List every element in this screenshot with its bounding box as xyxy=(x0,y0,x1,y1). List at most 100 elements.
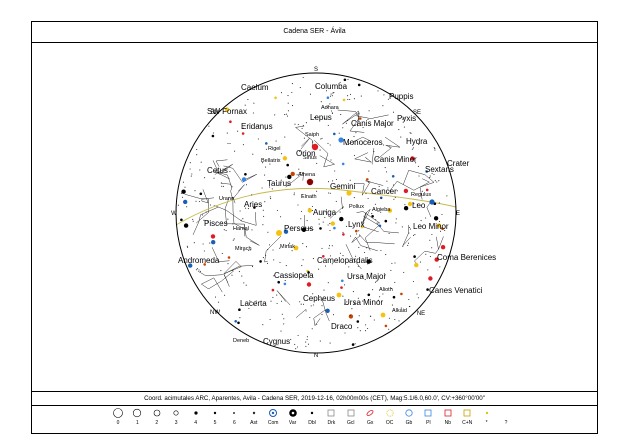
star-dot xyxy=(325,308,330,313)
star-dot xyxy=(344,332,346,334)
star-dot xyxy=(207,221,209,223)
constellation-cetus: Cetus xyxy=(207,166,228,175)
star-dot xyxy=(227,142,229,145)
star-dot xyxy=(408,232,410,234)
star-dot xyxy=(245,207,247,209)
star-dot xyxy=(209,204,212,206)
star-dot xyxy=(403,188,409,194)
variable-star-icon xyxy=(288,409,297,417)
constellation-line xyxy=(351,235,378,252)
star-dot xyxy=(265,254,267,256)
star-dot xyxy=(293,192,295,194)
star-dot xyxy=(189,168,191,170)
legend-item-5: 5 xyxy=(205,408,225,426)
star-dot xyxy=(416,293,418,295)
star-dot xyxy=(265,148,267,150)
star-dot xyxy=(368,110,370,112)
legend-label: Nb xyxy=(444,420,451,426)
direction-n: N xyxy=(314,353,318,359)
star-dot xyxy=(331,245,333,247)
constellation-line xyxy=(346,136,371,146)
star-dot xyxy=(287,95,289,97)
star-dot xyxy=(273,275,275,277)
constellation-line xyxy=(329,196,344,219)
star-dot xyxy=(444,229,446,231)
constellation-line xyxy=(232,196,248,231)
star-dot xyxy=(386,180,388,182)
star-dot xyxy=(433,147,435,149)
constellation-cassiopeia: Cassiopeia xyxy=(274,271,314,280)
star-dot xyxy=(241,177,247,182)
star-dot xyxy=(333,92,335,94)
legend-label: Pl xyxy=(426,420,431,426)
star-dot xyxy=(360,225,364,229)
star-dot xyxy=(437,258,439,260)
star-dot xyxy=(358,315,360,317)
star-dot xyxy=(238,308,241,312)
constellation-line xyxy=(436,236,439,250)
double-star-icon xyxy=(310,411,314,415)
star-dot xyxy=(403,117,405,119)
star-dot xyxy=(281,153,283,155)
star-dot xyxy=(285,265,287,267)
star-dot xyxy=(400,292,403,296)
star-dot xyxy=(196,148,198,151)
star-dot xyxy=(221,252,223,254)
star-dot xyxy=(227,263,229,265)
star-dot xyxy=(253,206,256,209)
star-dot xyxy=(324,216,326,218)
bright-star xyxy=(380,312,386,318)
star-dot xyxy=(282,156,288,161)
star-dot xyxy=(427,269,429,271)
constellation-line xyxy=(402,224,411,246)
legend-label: C+N xyxy=(462,420,473,426)
legend-label: Dbl xyxy=(308,420,316,426)
star-dot xyxy=(412,234,415,236)
star-dot xyxy=(316,190,318,192)
legend-label: ? xyxy=(504,420,508,426)
star-dot xyxy=(221,182,223,184)
star-dot xyxy=(409,228,411,230)
star-dot xyxy=(329,223,331,225)
star-dot xyxy=(377,299,379,301)
star-dot xyxy=(339,252,341,254)
star-dot xyxy=(232,239,234,241)
star-dot xyxy=(253,303,255,305)
star-dot xyxy=(195,200,197,202)
star-dot xyxy=(398,129,400,131)
constellation-andromeda: Andromeda xyxy=(178,256,220,265)
star-dot xyxy=(321,305,323,307)
star-dot xyxy=(297,204,299,206)
star-dot xyxy=(270,198,272,200)
constellation-cygnus: Cygnus xyxy=(263,337,290,346)
legend-item-1: 1 xyxy=(127,408,147,426)
star-dot xyxy=(324,265,327,267)
direction-s: S xyxy=(314,67,318,73)
star-dot xyxy=(198,269,200,271)
star-dot xyxy=(301,265,303,267)
star-dot xyxy=(200,161,202,163)
galaxy-cluster-icon xyxy=(347,409,355,417)
star-dot xyxy=(318,218,320,220)
star-dot xyxy=(204,177,206,179)
star-dot xyxy=(280,92,283,94)
star-dot xyxy=(229,171,231,173)
legend-label: 5 xyxy=(213,420,217,426)
star-dot xyxy=(340,114,342,116)
star-dot xyxy=(306,336,308,338)
star-dot xyxy=(347,98,349,100)
star-dot xyxy=(331,112,333,114)
star-dot xyxy=(434,180,436,182)
star-dot xyxy=(373,319,375,321)
constellation-line xyxy=(264,235,282,263)
constellation-pisces: Pisces xyxy=(204,219,228,228)
legend-item-com: Com xyxy=(263,408,283,426)
star-dot xyxy=(245,184,248,186)
cluster-nebula-icon xyxy=(463,409,471,417)
star-dot xyxy=(271,288,275,292)
star-dot xyxy=(425,188,429,192)
star-dot xyxy=(209,242,211,244)
star-dot xyxy=(413,255,416,258)
constellation-line xyxy=(224,196,246,237)
star-dot xyxy=(318,223,320,225)
